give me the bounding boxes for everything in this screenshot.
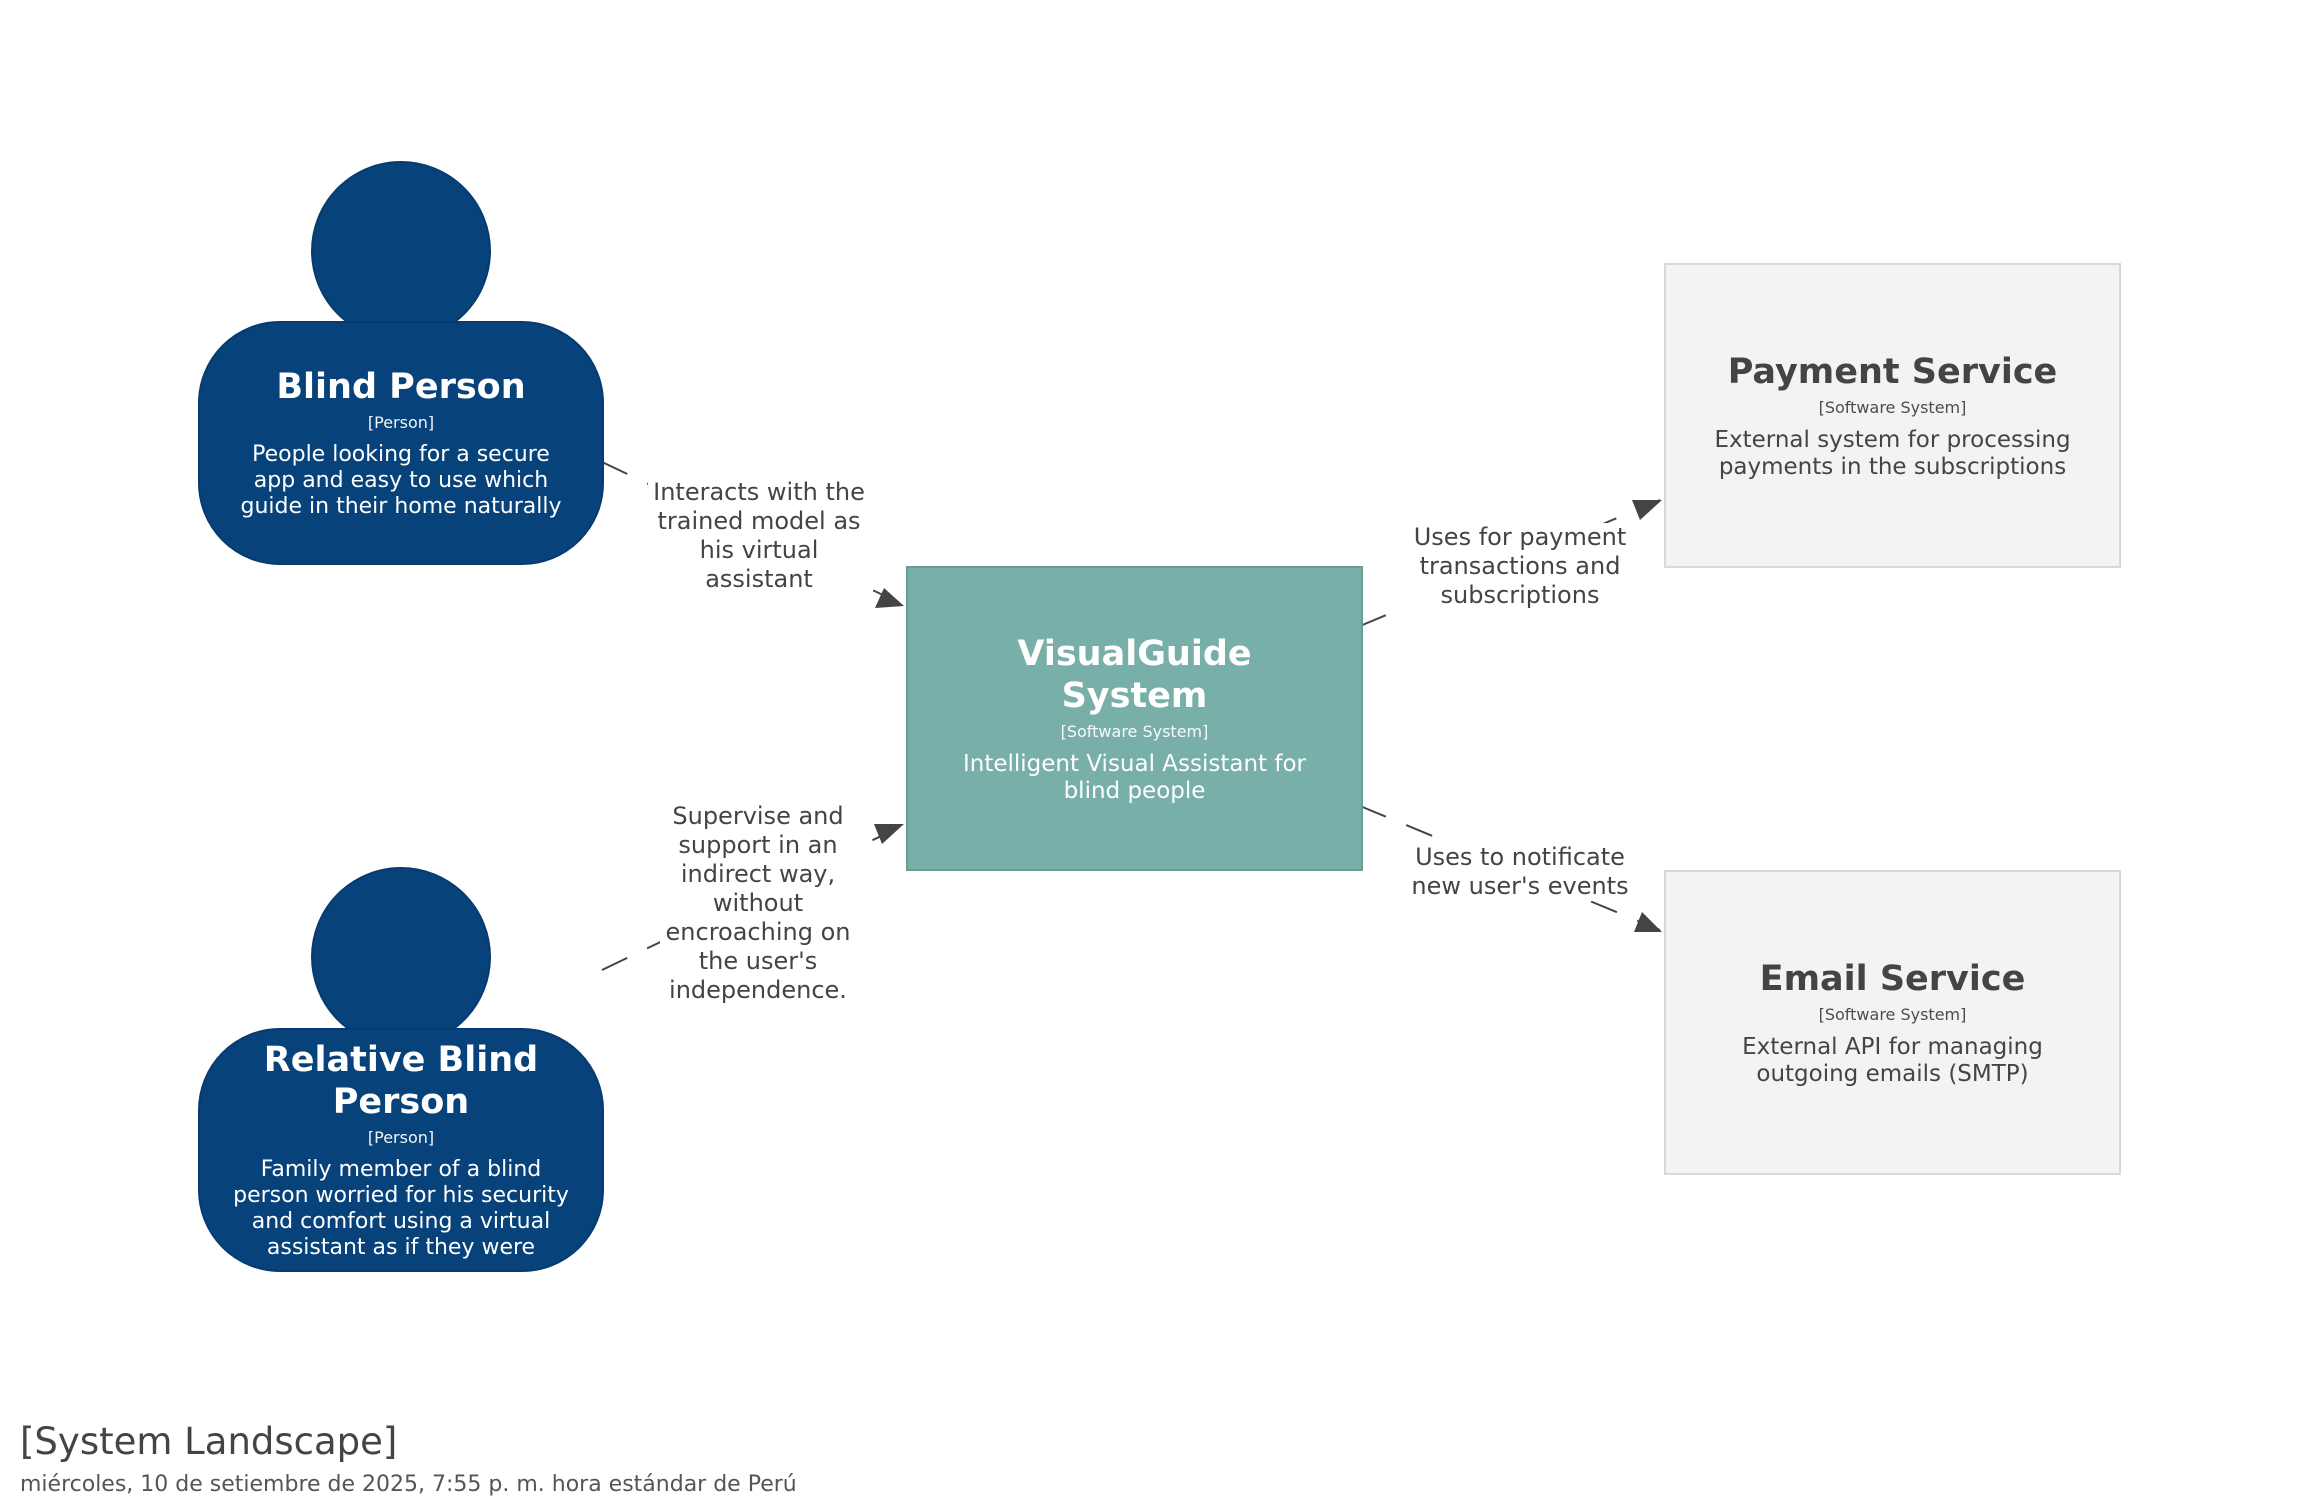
person-blind-person[interactable]: Blind Person [Person] People looking for… bbox=[198, 321, 604, 565]
relationship-label-relative-to-visualguide: Supervise and support in an indirect way… bbox=[660, 802, 856, 1005]
arrowhead bbox=[1634, 912, 1662, 932]
system-type: [Software System] bbox=[1818, 1004, 1967, 1024]
relationship-label-visualguide-to-email: Uses to notificate new user's events bbox=[1400, 843, 1640, 901]
arrowhead bbox=[874, 824, 904, 844]
person-name: Blind Person bbox=[276, 367, 526, 407]
arrowhead bbox=[1632, 500, 1662, 520]
system-type: [Software System] bbox=[1060, 721, 1209, 741]
system-description: External API for managing outgoing email… bbox=[1742, 1033, 2043, 1087]
person-relative-blind-person[interactable]: Relative Blind Person [Person] Family me… bbox=[198, 1028, 604, 1272]
person-description: People looking for a secure app and easy… bbox=[240, 442, 562, 519]
system-description: External system for processing payments … bbox=[1714, 426, 2071, 480]
person-head-blind-person bbox=[311, 161, 491, 341]
person-name: Relative Blind Person bbox=[263, 1040, 539, 1122]
relationship-label-visualguide-to-payment: Uses for payment transactions and subscr… bbox=[1400, 523, 1640, 610]
person-type: [Person] bbox=[367, 413, 435, 432]
diagram-title: [System Landscape] bbox=[20, 1420, 398, 1463]
person-description: Family member of a blind person worried … bbox=[233, 1157, 569, 1260]
system-type: [Software System] bbox=[1818, 397, 1967, 417]
person-head-relative-blind-person bbox=[311, 867, 491, 1047]
arrowhead bbox=[875, 588, 904, 608]
diagram-timestamp: miércoles, 10 de setiembre de 2025, 7:55… bbox=[20, 1472, 797, 1497]
system-payment-service[interactable]: Payment Service [Software System] Extern… bbox=[1664, 263, 2121, 568]
system-description: Intelligent Visual Assistant for blind p… bbox=[962, 750, 1307, 804]
system-visualguide[interactable]: VisualGuide System [Software System] Int… bbox=[906, 566, 1363, 871]
system-email-service[interactable]: Email Service [Software System] External… bbox=[1664, 870, 2121, 1175]
system-name: Email Service bbox=[1759, 958, 2026, 999]
person-type: [Person] bbox=[367, 1128, 435, 1147]
relationship-label-blind-to-visualguide: Interacts with the trained model as his … bbox=[648, 478, 870, 594]
system-name: VisualGuide System bbox=[1017, 633, 1252, 716]
system-name: Payment Service bbox=[1727, 351, 2058, 392]
